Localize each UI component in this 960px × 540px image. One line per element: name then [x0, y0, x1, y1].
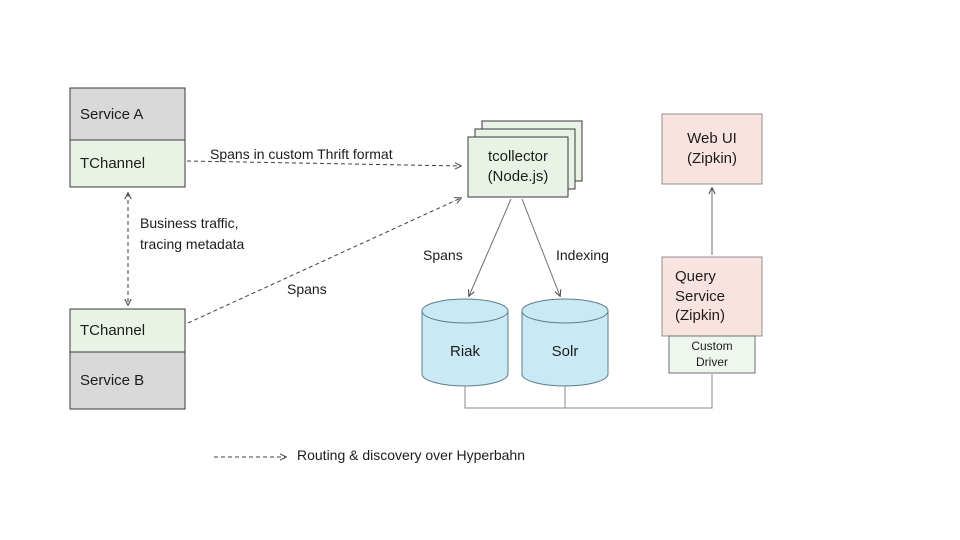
solr-cylinder [521, 298, 609, 387]
web-ui-label: Web UI (Zipkin) [686, 129, 737, 167]
solr-label: Solr [551, 342, 579, 360]
custom-driver-label: Custom Driver [691, 338, 733, 369]
tcollector-label: tcollector (Node.js) [487, 147, 549, 185]
edge-tcollector-riak [469, 198, 512, 296]
riak-label: Riak [449, 342, 480, 360]
tchannel-top-label: TChannel [80, 155, 146, 172]
spans-diagonal-edge-label: Spans [287, 281, 327, 297]
thrift-edge-label: Spans in custom Thrift format [210, 146, 393, 162]
web-ui-box [661, 113, 763, 185]
edge-tcollector-solr [521, 198, 560, 296]
service-b-box [69, 351, 186, 410]
tchannel-top-box [69, 139, 186, 188]
indexing-edge-label: Indexing [556, 247, 609, 263]
tchannel-bottom-label: TChannel [80, 322, 146, 339]
service-b-label: Service B [80, 372, 145, 389]
edge-stores-to-driver [464, 374, 713, 409]
legend-label: Routing & discovery over Hyperbahn [297, 447, 526, 463]
service-a-box [69, 87, 186, 141]
query-service-label: Query Service (Zipkin) [675, 268, 726, 325]
tcollector-box [467, 136, 569, 198]
custom-driver-box [668, 335, 756, 374]
edge-spans-diagonal [187, 198, 461, 324]
edge-thrift-spans [186, 160, 461, 166]
tchannel-bottom-box [69, 308, 186, 353]
riak-cylinder [421, 298, 509, 387]
service-a-label: Service A [80, 105, 144, 123]
tcollector-stack [467, 120, 583, 198]
business-traffic-edge-label: Business traffic, tracing metadata [140, 215, 245, 252]
spans-riak-edge-label: Spans [423, 247, 463, 263]
